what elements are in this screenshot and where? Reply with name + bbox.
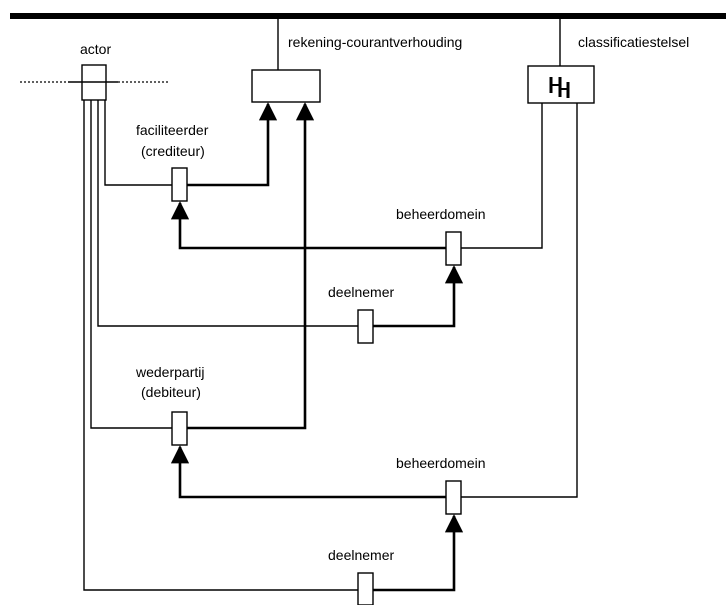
wederpartij-relation-box [171,411,188,446]
classificatie-to-beheerdomein-2-line [461,103,578,498]
rekening-courantverhouding-box [251,69,321,103]
debiteur-label: (debiteur) [141,384,201,400]
deelnemer-1-relation-box [357,309,374,344]
actor-label: actor [80,41,111,57]
wederpartij-to-rekening-arrow [187,102,315,430]
faciliteerder-label: faciliteerder [136,122,209,138]
beheerdomein-2-relation-box [445,480,462,515]
actor-to-deelnemer-1-line [97,100,358,327]
beheerdomein-1-relation-box [445,231,462,266]
crediteur-label: (crediteur) [141,143,205,159]
actor-to-wederpartij-line [90,100,172,429]
beheerdomein-1-label: beheerdomein [396,206,486,222]
actor-entity [20,64,168,101]
deelnemer-2-label: deelnemer [328,547,394,563]
deelnemer-1-to-beheerdomein-1-arrow [373,265,464,328]
beheerdomein-2-to-wederpartij-arrow [170,445,446,499]
deelnemer-2-relation-box [357,572,374,605]
faciliteerder-to-rekening-arrow [187,102,278,187]
faciliteerder-relation-box [171,167,188,202]
actor-to-deelnemer-2-line [83,100,358,591]
hierarchy-icon [549,77,570,98]
beheerdomein-2-label: beheerdomein [396,455,486,471]
classificatie-to-beheerdomein-1-line [461,103,543,249]
actor-to-faciliteerder-line [104,100,172,186]
wederpartij-label: wederpartij [135,364,204,380]
classificatiestelsel-label: classificatiestelsel [578,34,689,50]
deelnemer-1-label: deelnemer [328,284,394,300]
deelnemer-2-to-beheerdomein-2-arrow [373,514,464,592]
beheerdomein-1-to-faciliteerder-arrow [170,201,446,250]
rekening-courantverhouding-label: rekening-courantverhouding [288,34,462,50]
